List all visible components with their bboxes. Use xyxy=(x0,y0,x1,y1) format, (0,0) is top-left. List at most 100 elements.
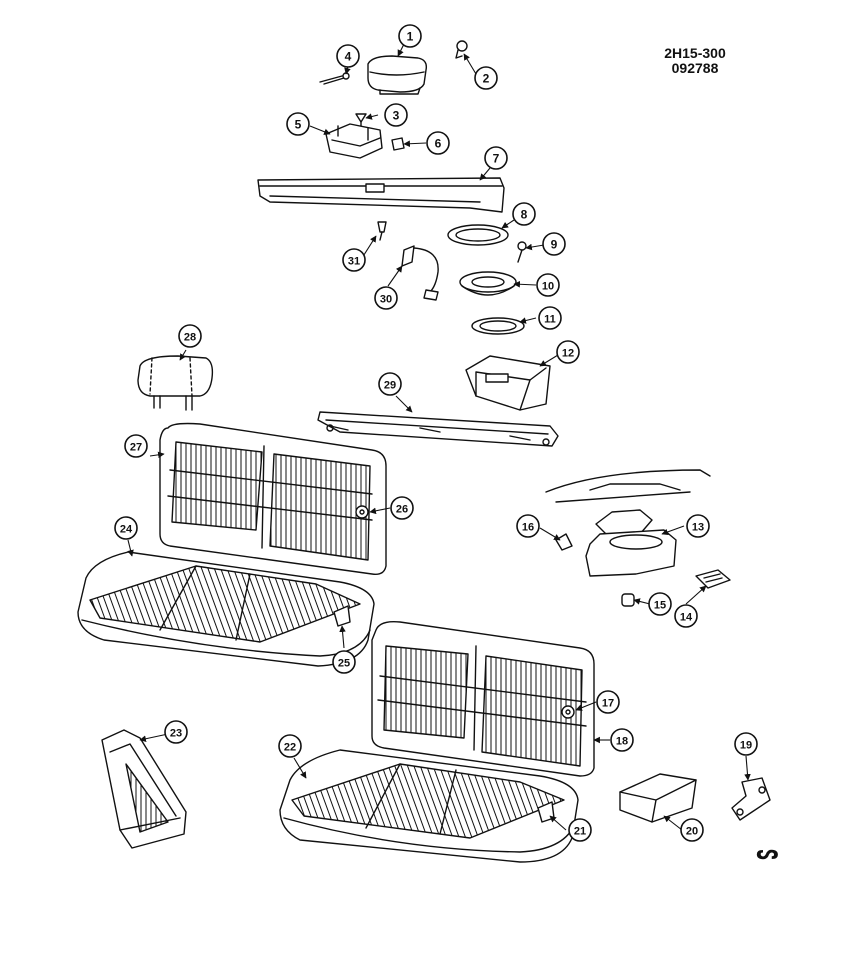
callout-number: 8 xyxy=(521,208,528,222)
part-30-harness xyxy=(401,245,439,301)
callout-circle xyxy=(114,516,138,540)
callout-number: 20 xyxy=(686,826,698,838)
reference-code: 2H15-300 092788 xyxy=(655,46,735,76)
part-27-seat-back-upper xyxy=(159,422,387,576)
callout-11: 11 xyxy=(538,306,562,330)
part-29-frame-rail xyxy=(317,411,559,447)
callout-circle xyxy=(336,44,360,68)
callout-circle xyxy=(484,146,508,170)
part-17-knob xyxy=(561,705,575,719)
callout-18: 18 xyxy=(610,728,634,752)
callout-14: 14 xyxy=(674,604,698,628)
callout-circle xyxy=(516,514,540,538)
callout-number: 28 xyxy=(184,332,196,344)
part-25-knob xyxy=(333,605,351,627)
callout-12: 12 xyxy=(556,340,580,364)
callout-17: 17 xyxy=(596,690,620,714)
part-1-pad xyxy=(367,55,428,95)
leader-lines xyxy=(127,43,751,831)
callout-number: 29 xyxy=(384,380,396,392)
part-16-bracket xyxy=(555,533,573,551)
callout-30: 30 xyxy=(374,286,398,310)
callout-7: 7 xyxy=(484,146,508,170)
part-11-ring xyxy=(471,317,525,335)
callout-9: 9 xyxy=(542,232,566,256)
callout-15: 15 xyxy=(648,592,672,616)
callout-number: 3 xyxy=(393,109,400,123)
callout-20: 20 xyxy=(680,818,704,842)
callout-number: 10 xyxy=(542,281,554,293)
part-23-side-panel xyxy=(101,729,187,849)
callout-4: 4 xyxy=(336,44,360,68)
part-22-seat-cushion-lower xyxy=(279,749,579,863)
callout-5: 5 xyxy=(286,112,310,136)
part-7-trim-panel xyxy=(257,177,505,213)
callout-circle xyxy=(568,818,592,842)
callout-number: 14 xyxy=(680,612,693,624)
callout-8: 8 xyxy=(512,202,536,226)
callout-circle xyxy=(278,734,302,758)
part-12-enclosure xyxy=(465,355,551,411)
callout-27: 27 xyxy=(124,434,148,458)
callout-number: 11 xyxy=(544,314,556,326)
callout-circle xyxy=(542,232,566,256)
callout-circle xyxy=(686,514,710,538)
callout-circle xyxy=(538,306,562,330)
callout-21: 21 xyxy=(568,818,592,842)
callout-circle xyxy=(674,604,698,628)
callout-circle xyxy=(512,202,536,226)
callout-24: 24 xyxy=(114,516,138,540)
part-28-headrest xyxy=(137,355,214,411)
callout-number: 25 xyxy=(338,658,350,670)
callout-number: 5 xyxy=(295,118,302,132)
callout-23: 23 xyxy=(164,720,188,744)
callout-circle xyxy=(374,286,398,310)
callout-circle xyxy=(536,273,560,297)
callout-number: 1 xyxy=(407,30,414,44)
callout-circle xyxy=(378,372,402,396)
callout-circle xyxy=(342,248,366,272)
reference-code-line-2: 092788 xyxy=(671,60,719,76)
callout-number: 13 xyxy=(692,522,704,534)
callout-circle xyxy=(648,592,672,616)
part-5-bracket xyxy=(325,123,383,159)
callout-2: 2 xyxy=(474,66,498,90)
part-8-gasket xyxy=(447,224,509,246)
callout-number: 16 xyxy=(522,522,534,534)
part-26-knob xyxy=(355,505,369,519)
callout-circle xyxy=(390,496,414,520)
part-2-clip xyxy=(455,40,468,59)
part-9-screw xyxy=(517,241,527,263)
callout-number: 26 xyxy=(396,504,408,516)
callout-number: 12 xyxy=(562,348,574,360)
callout-circle xyxy=(164,720,188,744)
part-20-armrest xyxy=(619,773,697,823)
callout-number: 30 xyxy=(380,294,392,306)
callout-circle xyxy=(556,340,580,364)
part-18-seat-back-lower xyxy=(371,620,595,777)
part-4-screw xyxy=(319,72,350,85)
callout-number: 4 xyxy=(345,50,352,64)
callout-number: 9 xyxy=(551,238,558,252)
callout-number: 27 xyxy=(130,442,142,454)
part-24-seat-cushion-upper xyxy=(77,551,375,667)
part-6-clip xyxy=(391,137,405,151)
part-13-console-area xyxy=(545,469,711,577)
callout-29: 29 xyxy=(378,372,402,396)
callout-10: 10 xyxy=(536,273,560,297)
callout-number: 2 xyxy=(483,72,490,86)
reference-code-line-1: 2H15-300 xyxy=(664,45,726,61)
callout-28: 28 xyxy=(178,324,202,348)
callout-number: 23 xyxy=(170,728,182,740)
callout-circle xyxy=(426,131,450,155)
callout-26: 26 xyxy=(390,496,414,520)
callout-circle xyxy=(398,24,422,48)
callout-16: 16 xyxy=(516,514,540,538)
callout-number: 17 xyxy=(602,698,614,710)
corner-symbol: ᔕ xyxy=(756,840,779,864)
callout-number: 19 xyxy=(740,740,752,752)
callout-number: 18 xyxy=(616,736,628,748)
